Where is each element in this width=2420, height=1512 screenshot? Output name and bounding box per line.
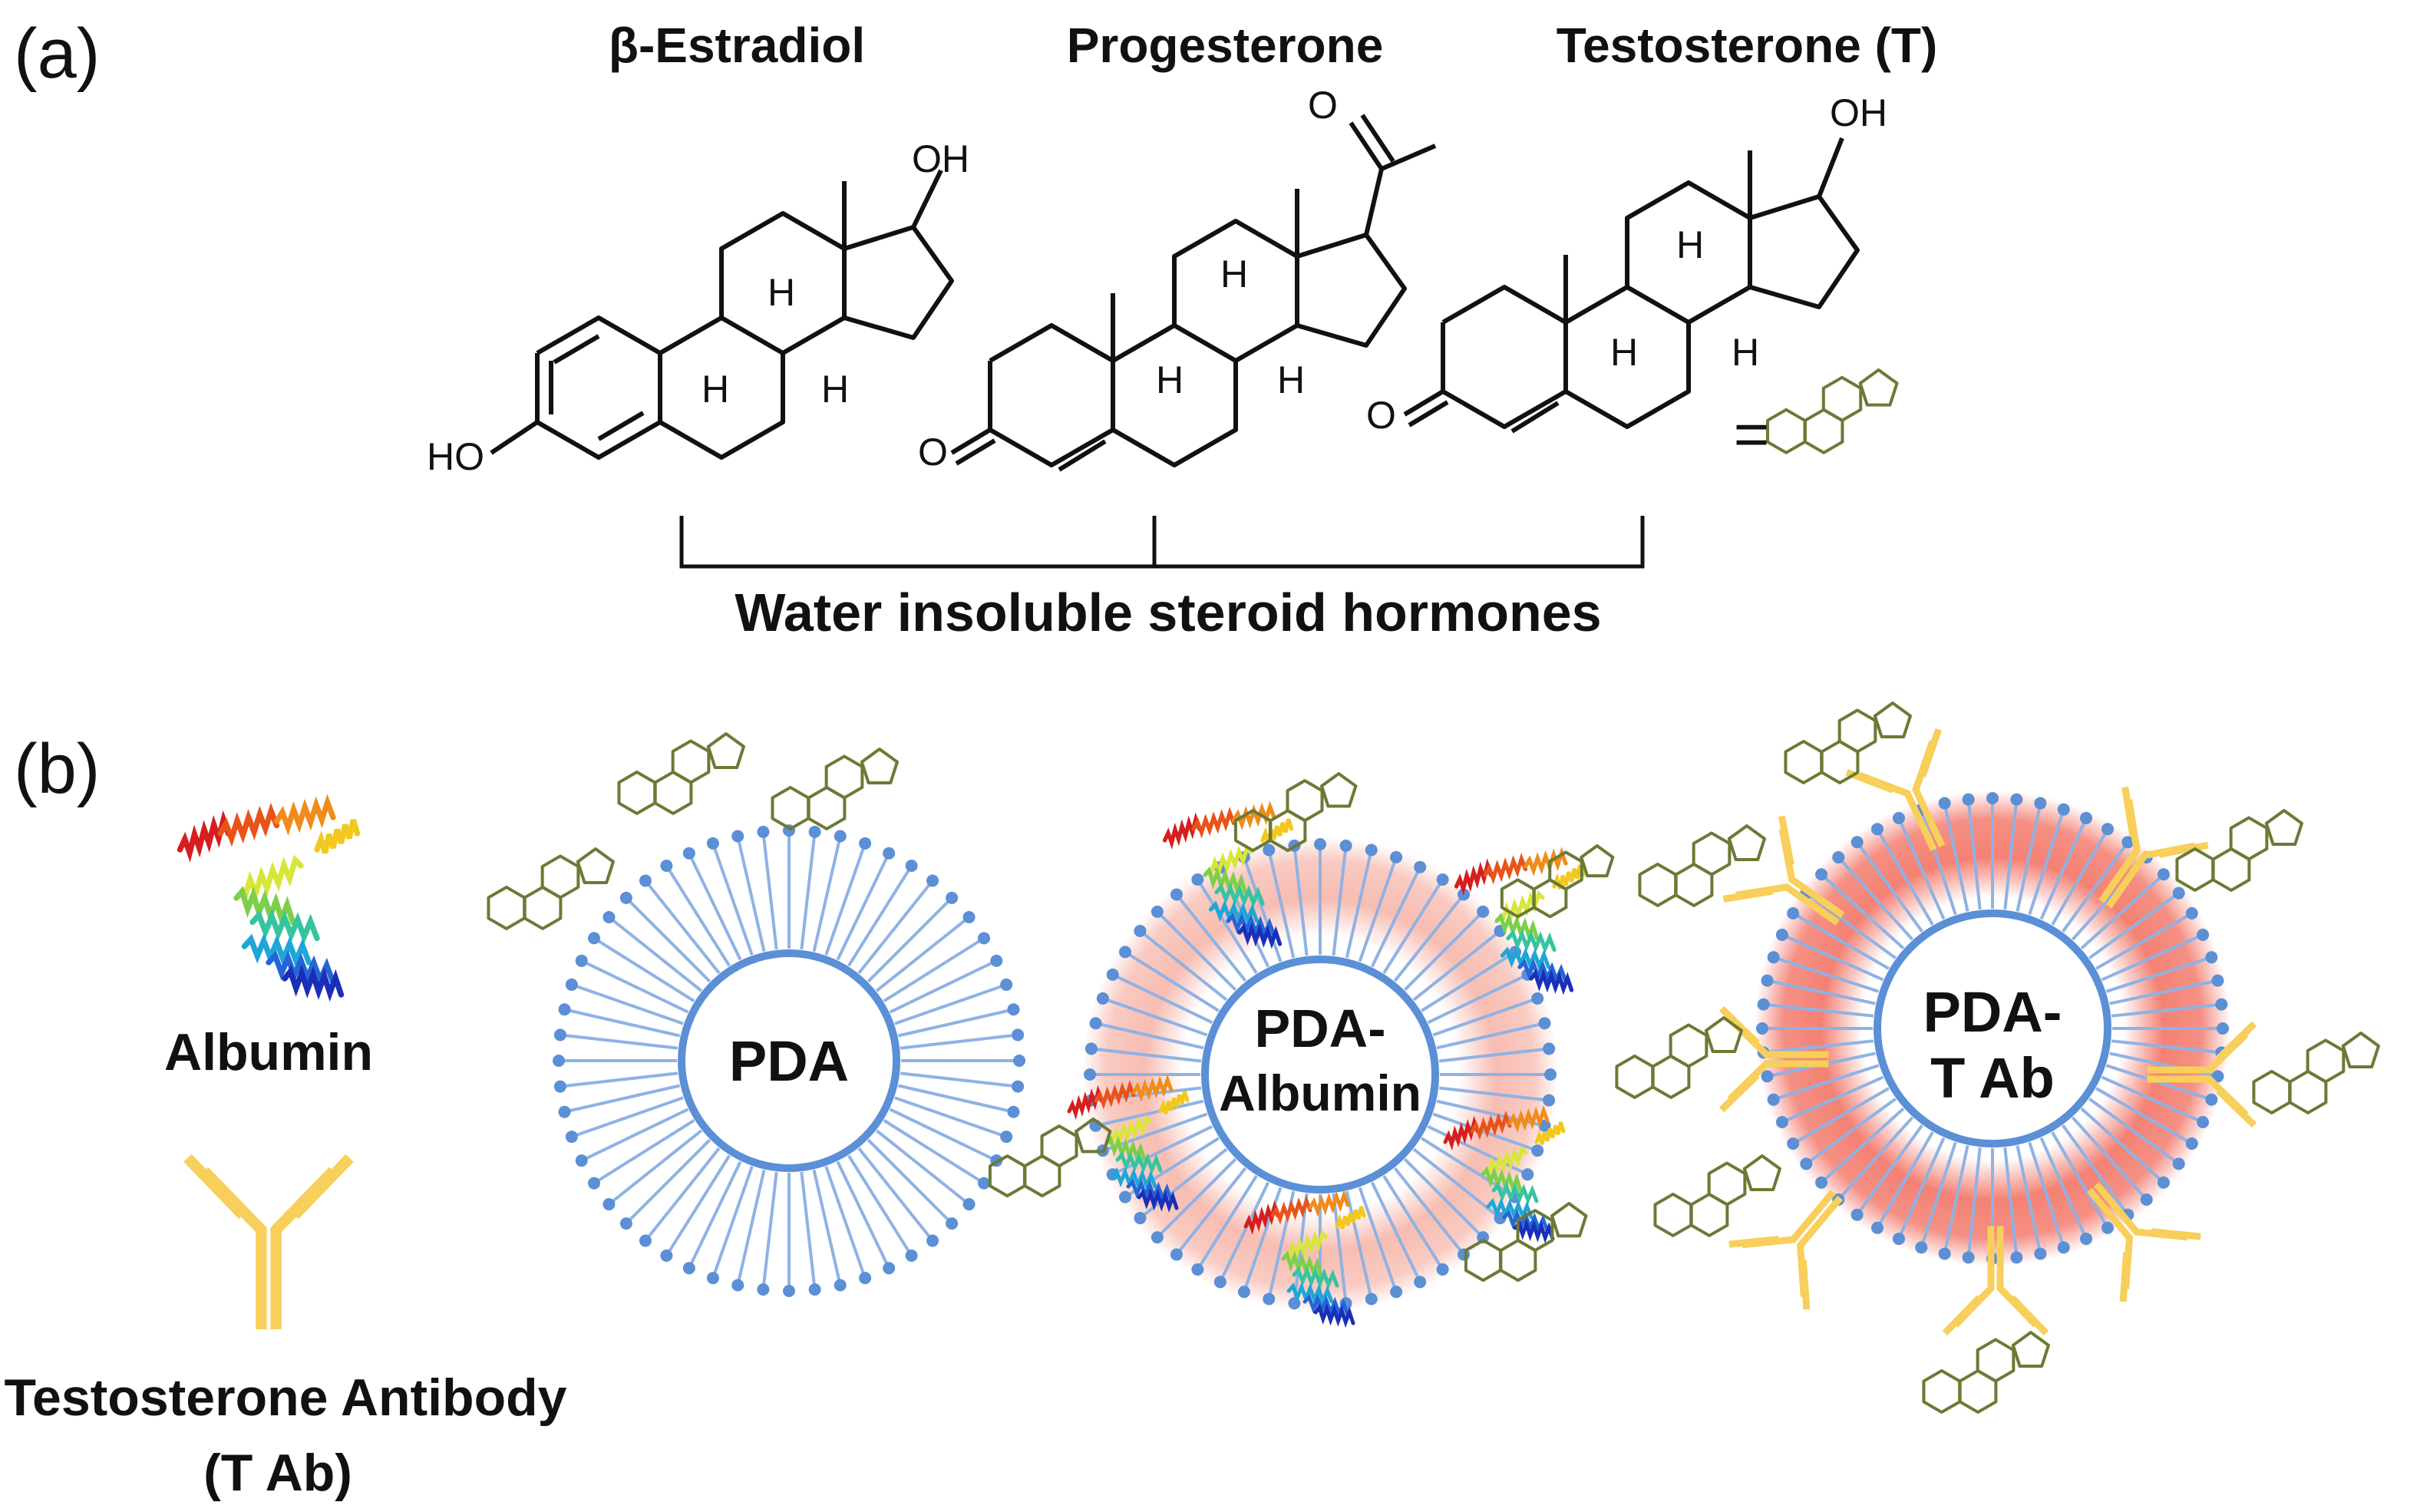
steroid-icon [1464, 1202, 1588, 1283]
atom-label: H [1676, 223, 1705, 266]
antibody-icon [1845, 728, 1946, 852]
vesicle-label-pda: PDA [728, 1029, 850, 1093]
estradiol-structure [490, 169, 954, 460]
atom-label: OH [1830, 91, 1887, 134]
antibody-icon [2147, 1021, 2257, 1128]
panel-label-a: (a) [14, 15, 101, 93]
vesicle-label-pda-albumin-1: PDA- [1254, 999, 1386, 1058]
atom-label: H [702, 368, 730, 411]
atom-label: H [1156, 358, 1184, 401]
molecule-name-progesterone: Progesterone [1066, 18, 1384, 73]
antibody-icon [183, 1154, 354, 1330]
atom-label: O [918, 431, 948, 474]
steroid-icon [1233, 772, 1358, 853]
legend-antibody-abbrev: (T Ab) [203, 1444, 352, 1502]
legend-albumin-label: Albumin [164, 1023, 373, 1081]
atom-label: O [1366, 394, 1396, 437]
testosterone-structure [1403, 137, 1860, 434]
atom-label: H [1610, 331, 1639, 374]
atom-label: H [1732, 331, 1760, 374]
steroid-icon [617, 732, 745, 815]
atom-label: OH [912, 137, 969, 180]
albumin-protein-icon [1067, 1074, 1190, 1213]
antibody-icon [2098, 786, 2209, 909]
steroid-icon [2175, 809, 2303, 892]
progesterone-structure [950, 114, 1437, 472]
molecule-name-estradiol: β-Estradiol [608, 18, 866, 73]
steroid-icon [1653, 1154, 1781, 1237]
atom-label: H [768, 271, 796, 314]
bracket-label: Water insoluble steroid hormones [735, 583, 1602, 642]
vesicle-membrane [1755, 791, 2230, 1266]
steroid-icon [1638, 824, 1766, 907]
molecule-name-testosterone: Testosterone (T) [1556, 18, 1938, 73]
equals-sign: = [1733, 400, 1770, 468]
steroid-icon [988, 1117, 1112, 1198]
atom-label: O [1308, 84, 1338, 127]
albumin-protein-icon [177, 794, 361, 1002]
antibody-icon [1728, 1190, 1844, 1310]
atom-label: H [1220, 253, 1249, 295]
albumin-protein-icon [1243, 1189, 1366, 1329]
vesicle-label-pda-albumin-2: Albumin [1219, 1065, 1421, 1121]
vesicle-label-pda-tab-2: T Ab [1930, 1046, 2055, 1110]
steroid-icon [1500, 844, 1615, 919]
vesicle-label-pda-tab-1: PDA- [1923, 980, 2062, 1044]
steroid-icon [1615, 1016, 1743, 1099]
antibody-icon [2086, 1182, 2201, 1302]
steroid-icon [771, 748, 899, 830]
atom-label: H [1277, 358, 1306, 401]
albumin-protein-icon [1454, 847, 1586, 995]
atom-label: H [821, 368, 850, 411]
panel-label-b: (b) [14, 730, 101, 808]
antibody-icon [1942, 1226, 2049, 1336]
antibody-icon [1722, 815, 1845, 926]
steroid-icon [1765, 368, 1899, 454]
albumin-protein-icon [1443, 1104, 1566, 1244]
vesicle-membrane [553, 824, 1025, 1297]
steroid-icon [2252, 1032, 2380, 1114]
atom-label: HO [427, 435, 484, 478]
steroid-icon [1784, 702, 1912, 784]
legend-antibody-label: Testosterone Antibody [4, 1368, 567, 1427]
steroid-icon [1922, 1331, 2050, 1414]
hormone-bracket [679, 516, 1645, 569]
steroid-icon [487, 847, 615, 930]
